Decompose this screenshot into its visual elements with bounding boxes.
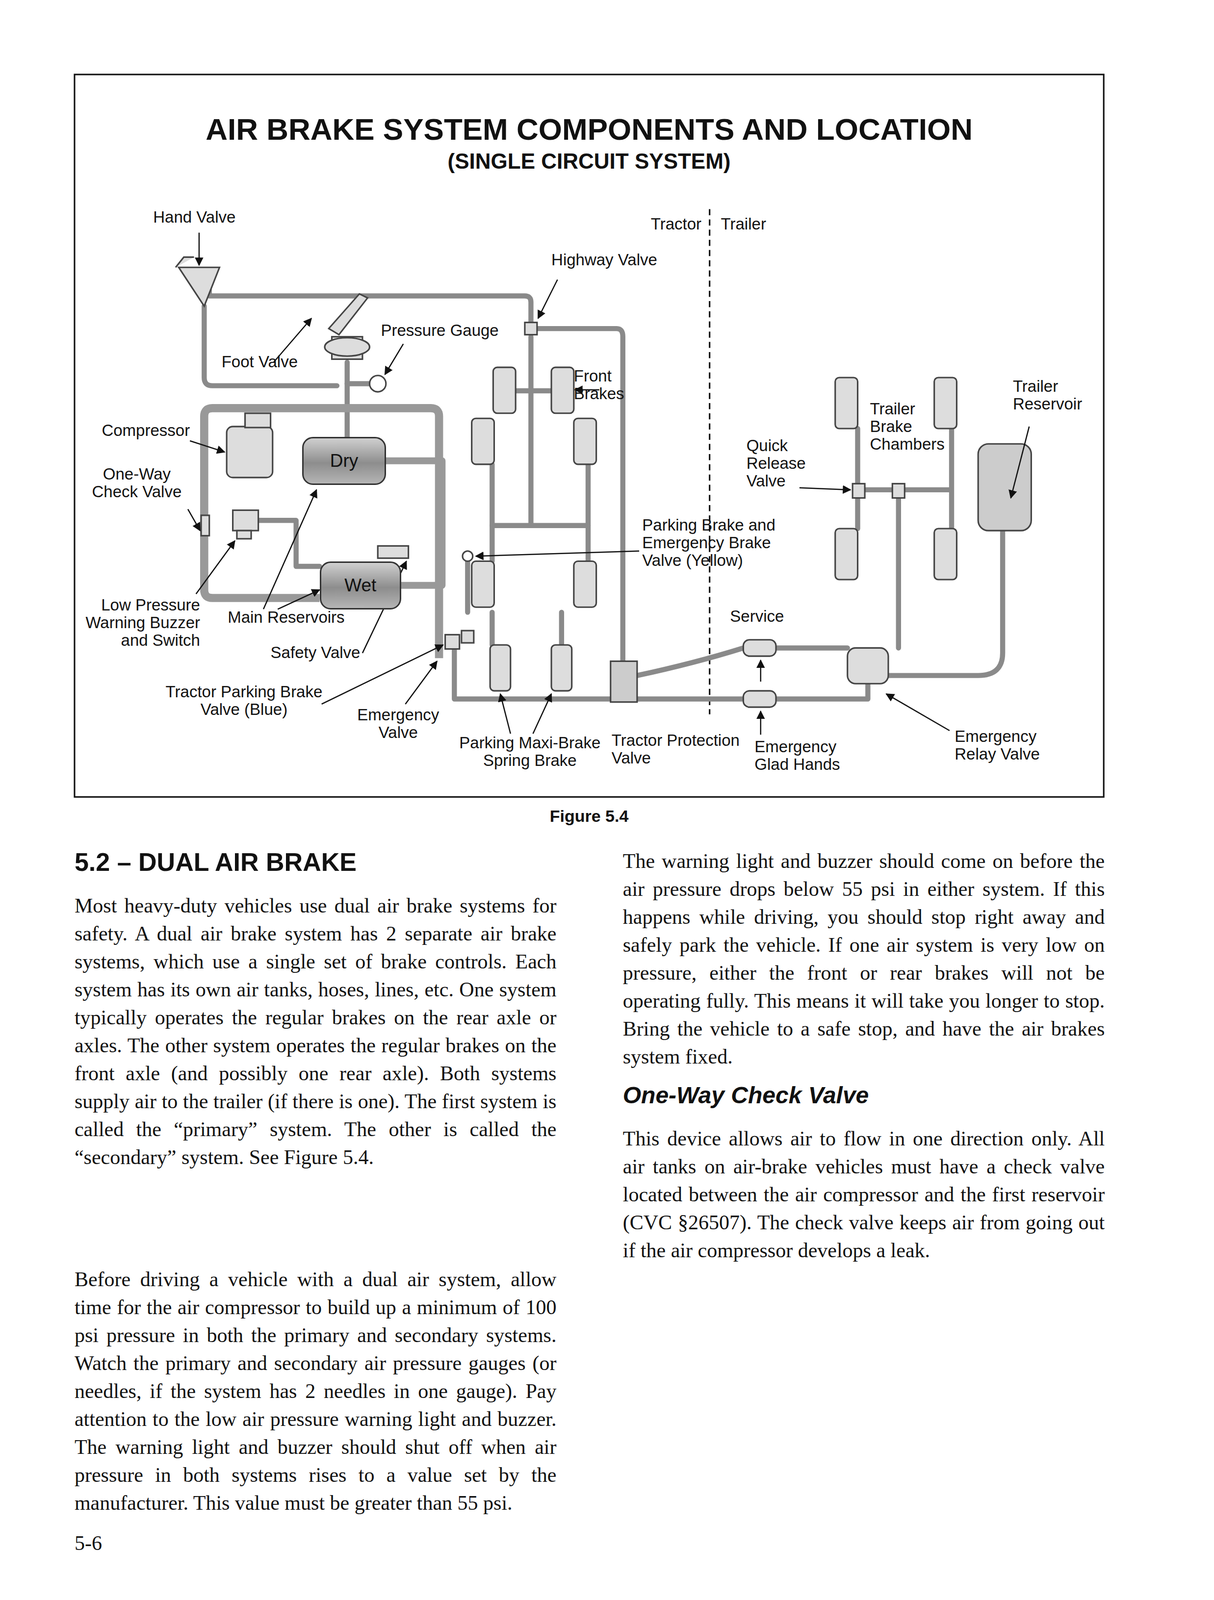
part-label: Pressure Gauge — [380, 321, 514, 340]
part-label: Low Pressure Warning Buzzer and Switch — [63, 596, 201, 650]
air-tank: Wet — [319, 561, 402, 610]
part-label: Safety Valve — [270, 644, 373, 662]
part-label: Parking Maxi-Brake Spring Brake — [449, 734, 611, 770]
section-heading: 5.2 – DUAL AIR BRAKE — [74, 847, 557, 878]
body-text: Most heavy-duty vehicles use dual air br… — [74, 892, 557, 1172]
part-label: Front Brakes — [573, 367, 638, 403]
part-label: Tractor Parking Brake Valve (Blue) — [163, 683, 325, 719]
figure-caption: Figure 5.4 — [74, 806, 1104, 827]
tank-label: Dry — [330, 450, 359, 472]
line-label: Service — [729, 607, 802, 626]
part-label: Trailer Brake Chambers — [870, 400, 960, 454]
part-label: Tractor Protection Valve — [611, 731, 753, 768]
air-tank: Dry — [302, 437, 387, 486]
part-label: Foot Valve — [221, 353, 324, 371]
part-label: Quick Release Valve — [746, 437, 819, 491]
tank-label: Wet — [344, 575, 377, 596]
page-number: 5-6 — [74, 1531, 177, 1556]
part-label: Emergency Relay Valve — [954, 727, 1057, 764]
subtitle: (SINGLE CIRCUIT SYSTEM) — [74, 149, 1104, 174]
part-label: Compressor — [77, 421, 190, 440]
part-label: Emergency Glad Hands — [754, 738, 853, 774]
body-text: The warning light and buzzer should come… — [622, 847, 1106, 1072]
part-label: Highway Valve — [551, 251, 685, 269]
part-label: Trailer Reservoir — [1012, 377, 1100, 414]
body-text: This device allows air to flow in one di… — [622, 1125, 1106, 1266]
subheading: One-Way Check Valve — [622, 1082, 1106, 1110]
part-label: Hand Valve — [153, 208, 256, 227]
region-label: Tractor — [609, 215, 702, 233]
region-label: Trailer — [721, 215, 803, 233]
body-text: Before driving a vehicle with a dual air… — [74, 1265, 557, 1518]
part-label: Main Reservoirs — [227, 608, 359, 627]
part-label: Parking Brake and Emergency Brake Valve … — [642, 516, 802, 570]
diagram-title: AIR BRAKE SYSTEM COMPONENTS AND LOCATION — [74, 112, 1104, 147]
part-label: Emergency Valve — [349, 706, 448, 742]
part-label: One-Way Check Valve — [81, 465, 193, 501]
